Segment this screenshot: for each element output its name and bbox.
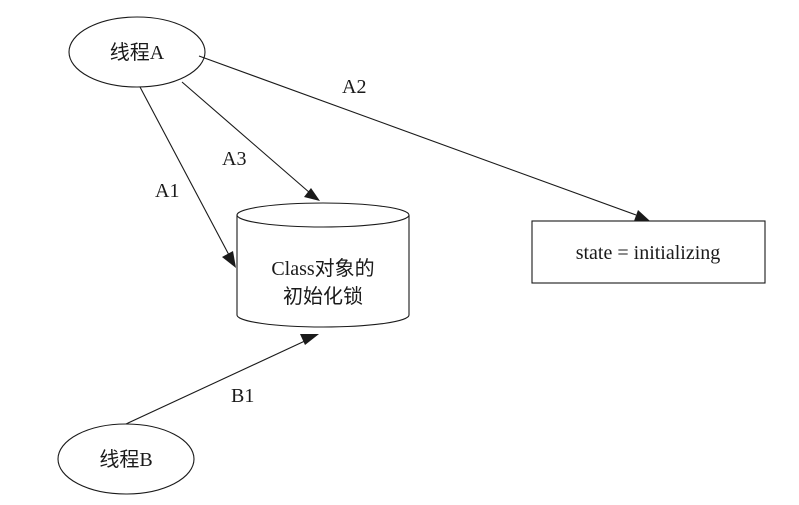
state-label: state = initializing [576, 242, 721, 264]
edge-a1: A1 [139, 86, 236, 268]
edge-b1: B1 [125, 334, 319, 425]
edge-b1-label: B1 [231, 385, 254, 407]
init-lock-label-line1: Class对象的 [271, 257, 374, 280]
thread-b-label: 线程B [99, 448, 152, 471]
init-lock-label-line2: 初始化锁 [283, 285, 363, 308]
thread-b-node: 线程B [57, 423, 195, 495]
state-box: state = initializing [531, 220, 766, 284]
thread-a-label: 线程A [110, 41, 165, 64]
edge-a3: A3 [181, 81, 320, 201]
edge-a2-label: A2 [342, 76, 366, 98]
edge-a1-label: A1 [155, 180, 179, 202]
edge-a3-label: A3 [222, 148, 246, 170]
thread-a-node: 线程A [68, 16, 206, 88]
init-lock-cylinder: Class对象的 初始化锁 [236, 202, 410, 328]
edge-a2: A2 [198, 55, 650, 221]
